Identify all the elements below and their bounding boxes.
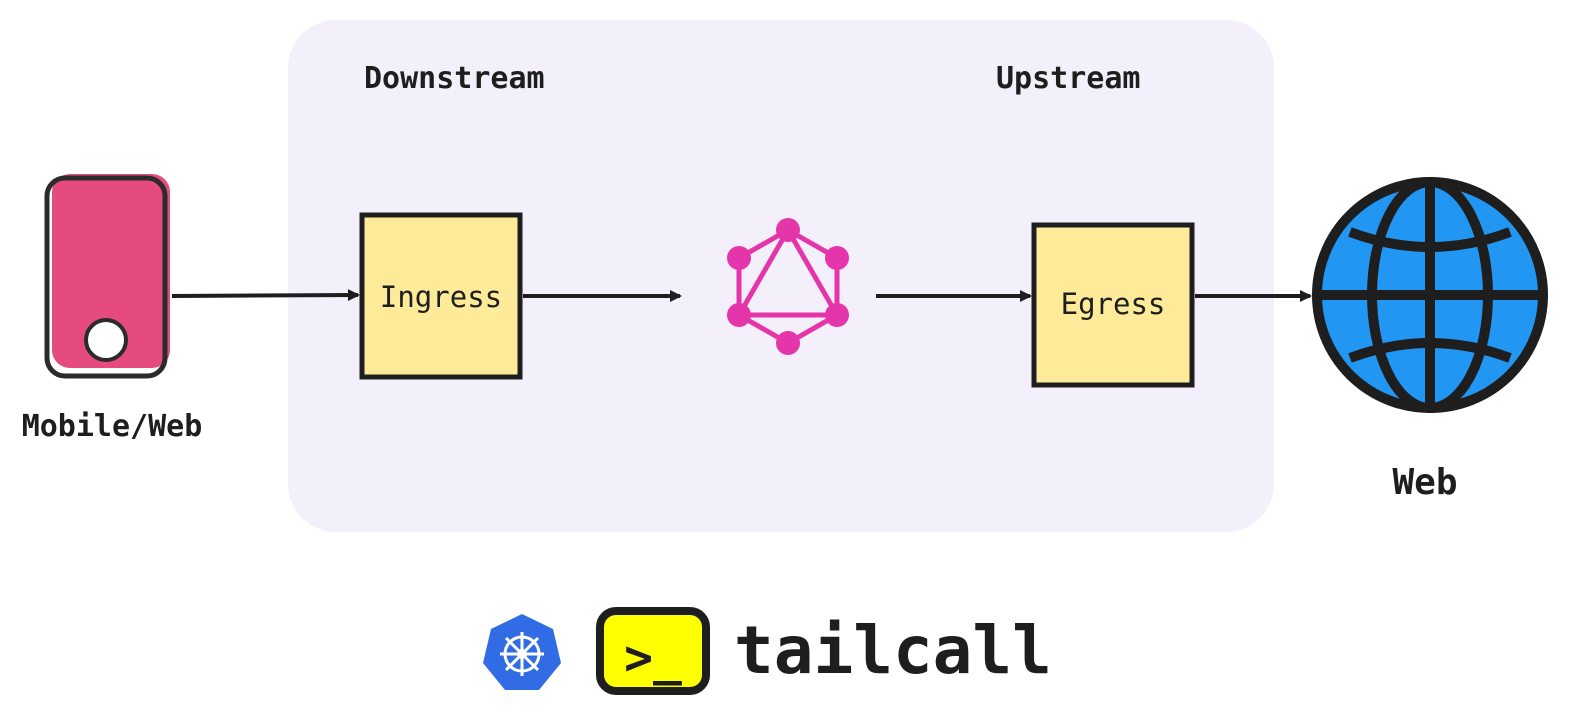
- gateway-region: [288, 20, 1274, 532]
- egress-node: [1031, 222, 1195, 388]
- web-label: Web: [1392, 462, 1457, 503]
- logo-prompt-glyph: >_: [624, 630, 682, 686]
- ingress-node: [359, 212, 523, 380]
- arrow-client-to-ingress: [171, 289, 360, 302]
- brand-name: tailcall: [734, 612, 1052, 689]
- kubernetes-icon: [483, 614, 561, 690]
- mobile-phone-icon: [44, 174, 170, 379]
- tailcall-logo-icon: [596, 607, 710, 695]
- egress-label: Egress: [1061, 287, 1166, 321]
- globe-icon: [1312, 177, 1548, 413]
- upstream-label: Upstream: [996, 61, 1141, 96]
- client-label: Mobile/Web: [22, 409, 203, 444]
- graphql-icon: [727, 218, 849, 355]
- downstream-label: Downstream: [364, 61, 545, 96]
- ingress-label: Ingress: [380, 280, 502, 314]
